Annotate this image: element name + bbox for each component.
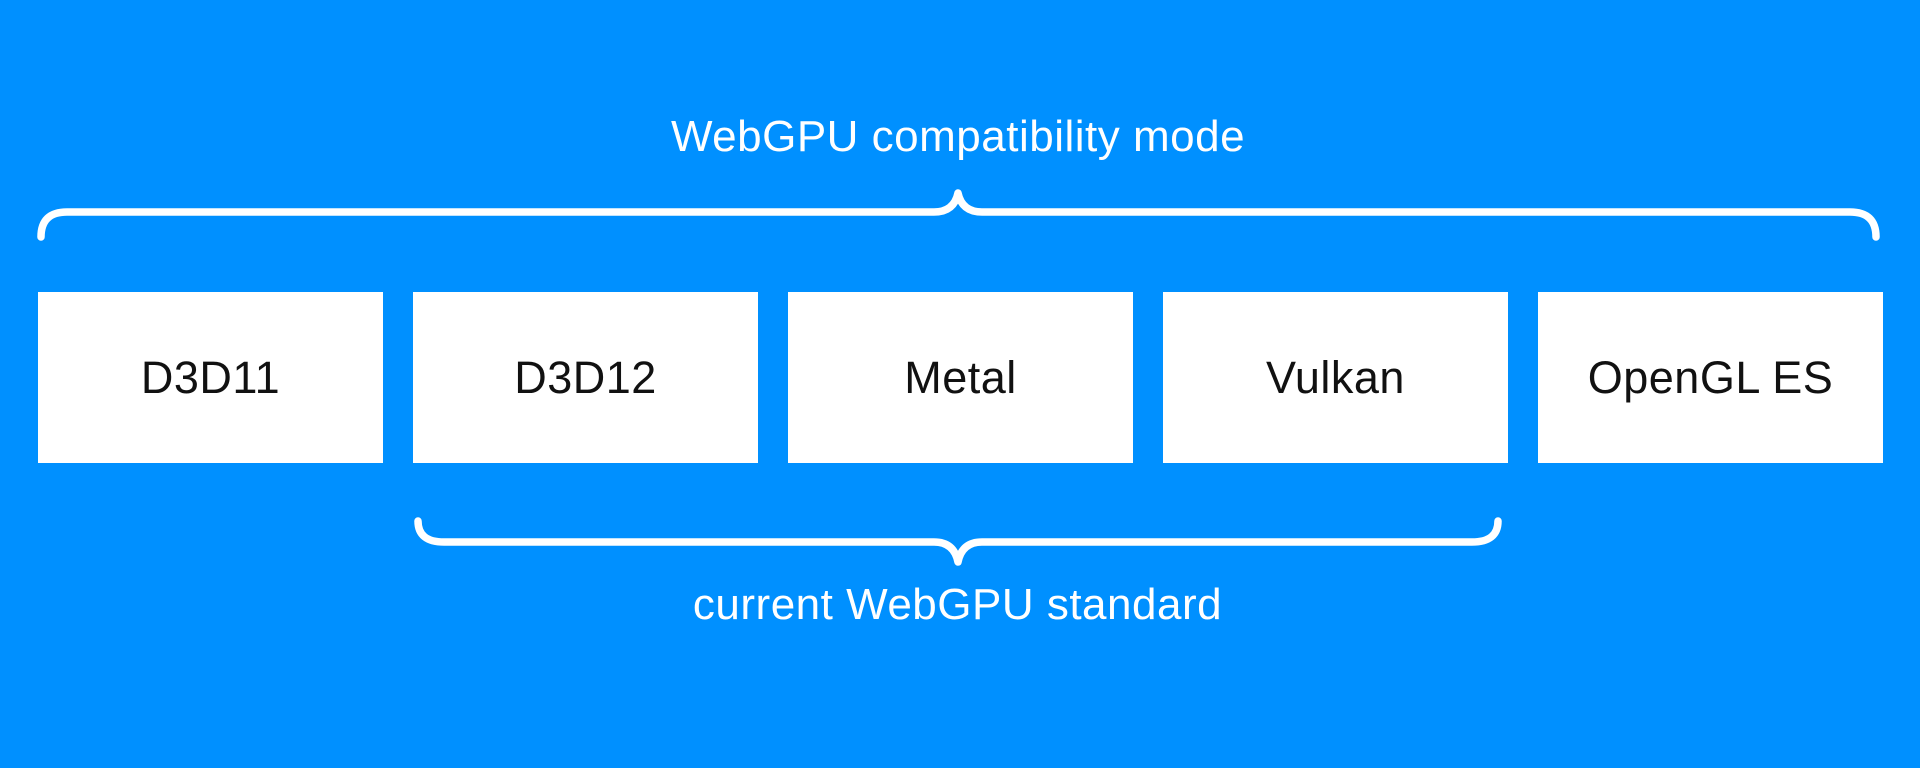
api-box-opengl-es: OpenGL ES bbox=[1538, 292, 1883, 463]
api-box-label: D3D12 bbox=[514, 351, 657, 403]
bottom-brace-path bbox=[414, 517, 1502, 566]
api-box-label: Vulkan bbox=[1266, 351, 1405, 403]
api-box-label: OpenGL ES bbox=[1587, 351, 1834, 403]
api-box-vulkan: Vulkan bbox=[1163, 292, 1508, 463]
bottom-brace bbox=[414, 517, 1502, 566]
api-box-label: Metal bbox=[904, 351, 1017, 403]
api-boxes-row: D3D11 D3D12 Metal Vulkan OpenGL ES bbox=[38, 292, 1883, 463]
api-box-label: D3D11 bbox=[140, 351, 281, 403]
top-brace bbox=[37, 189, 1880, 241]
current-webgpu-standard-label: current WebGPU standard bbox=[692, 580, 1223, 629]
api-box-metal: Metal bbox=[788, 292, 1133, 463]
top-brace-path bbox=[37, 189, 1880, 241]
api-box-d3d11: D3D11 bbox=[38, 292, 383, 463]
api-box-d3d12: D3D12 bbox=[413, 292, 758, 463]
webgpu-compatibility-mode-label: WebGPU compatibility mode bbox=[670, 112, 1246, 161]
